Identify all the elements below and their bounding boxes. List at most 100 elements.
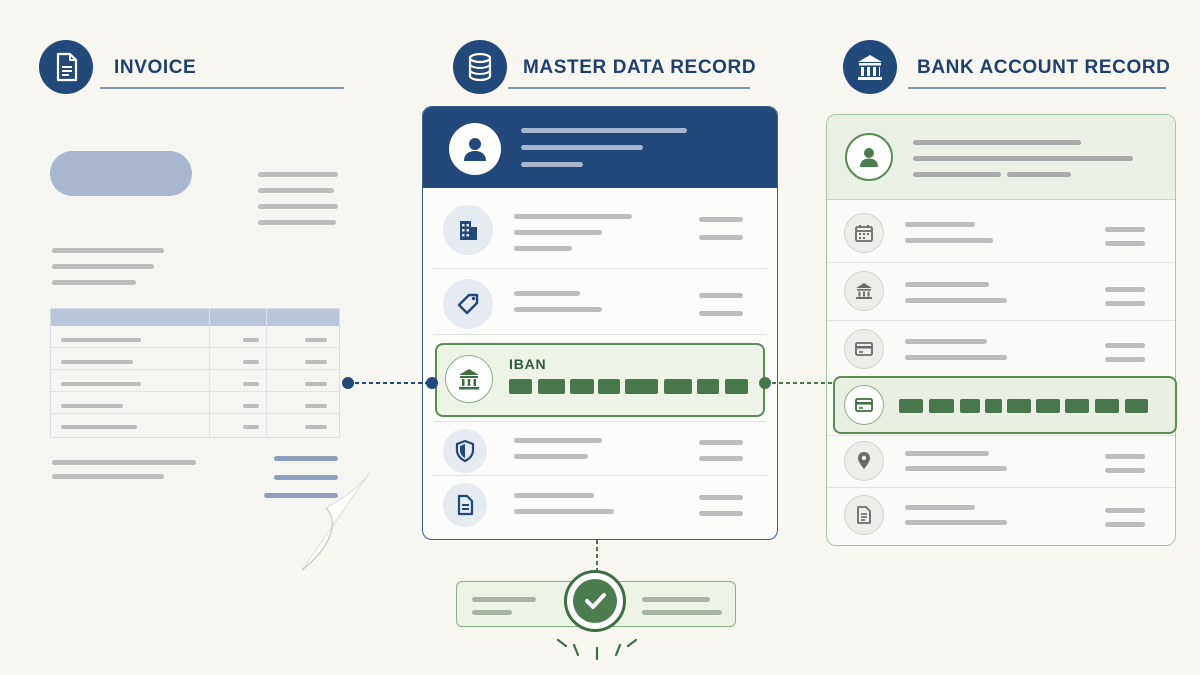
bank-row-value xyxy=(1105,301,1145,306)
invoice-page-curl xyxy=(300,470,371,571)
bank-row-value xyxy=(1105,241,1145,246)
master-row-icon xyxy=(443,279,493,329)
invoice-address-line xyxy=(52,248,164,253)
invoice-header-icon-circle xyxy=(39,40,93,94)
master-row-line xyxy=(514,509,614,514)
database-icon xyxy=(468,52,492,82)
row-divider xyxy=(433,268,767,269)
calendar-icon xyxy=(855,225,873,242)
verify-glow-rays xyxy=(556,638,638,661)
bank-title: BANK ACCOUNT RECORD xyxy=(917,57,1171,78)
table-cell xyxy=(243,382,259,386)
row-divider xyxy=(433,334,767,335)
table-cell xyxy=(61,360,133,364)
bank-row-icon xyxy=(844,271,884,311)
bank-card-header xyxy=(827,115,1175,200)
avatar xyxy=(449,123,501,175)
master-header-icon-circle xyxy=(453,40,507,94)
bank-row-value xyxy=(1105,468,1145,473)
verify-line xyxy=(472,597,536,602)
card-icon xyxy=(855,342,873,356)
master-row-line xyxy=(514,214,632,219)
bank-header-line xyxy=(913,140,1081,145)
iban-digit-block xyxy=(1065,399,1089,413)
iban-bank-icon-circle xyxy=(445,355,493,403)
iban-digit-block xyxy=(725,379,748,394)
invoice-total-line xyxy=(274,475,338,480)
bank-row-value xyxy=(1105,227,1145,232)
master-row-value xyxy=(699,456,743,461)
bank-row-icon xyxy=(844,213,884,253)
verification-badge-inner xyxy=(573,579,617,623)
iban-digit-block xyxy=(598,379,620,394)
master-title: MASTER DATA RECORD xyxy=(523,57,757,78)
master-row-line xyxy=(514,230,602,235)
invoice-meta-line xyxy=(258,204,338,209)
bank-header-line xyxy=(913,172,1001,177)
connector-endpoint xyxy=(342,377,354,389)
verification-badge xyxy=(564,570,626,632)
bank-iban-icon-circle xyxy=(844,385,884,425)
iban-digit-block xyxy=(625,379,658,394)
bank-row-value xyxy=(1105,522,1145,527)
bank-header-line xyxy=(1007,172,1071,177)
table-cell xyxy=(305,382,327,386)
verify-line xyxy=(642,597,710,602)
invoice-logo-placeholder xyxy=(50,151,192,196)
bank-row-value xyxy=(1105,454,1145,459)
bank-row-line xyxy=(905,520,1007,525)
document-icon xyxy=(56,52,78,82)
bank-row-line xyxy=(905,238,993,243)
master-header-line xyxy=(521,145,643,150)
row-divider xyxy=(433,475,767,476)
master-row-line xyxy=(514,307,602,312)
master-row-value xyxy=(699,235,743,240)
bank-row-line xyxy=(905,282,989,287)
bank-row-value xyxy=(1105,343,1145,348)
table-cell xyxy=(243,360,259,364)
invoice-meta-line xyxy=(258,172,338,177)
invoice-address-line xyxy=(52,280,136,285)
bank-row-icon xyxy=(844,495,884,535)
bank-row-icon xyxy=(844,441,884,481)
master-row-value xyxy=(699,440,743,445)
bank-icon xyxy=(856,283,872,299)
invoice-total-line xyxy=(274,456,338,461)
invoice-title: INVOICE xyxy=(114,57,197,78)
row-divider xyxy=(433,421,767,422)
master-row-icon xyxy=(443,205,493,255)
master-row-value xyxy=(699,311,743,316)
user-icon xyxy=(464,138,486,161)
master-row-icon xyxy=(443,429,487,473)
connector-endpoint xyxy=(426,377,438,389)
bank-icon xyxy=(858,55,882,80)
table-cell xyxy=(305,338,327,342)
iban-digit-block xyxy=(509,379,532,394)
document-icon xyxy=(857,506,871,524)
building-icon xyxy=(460,221,477,240)
iban-digit-block xyxy=(899,399,923,413)
iban-digit-block xyxy=(960,399,980,413)
iban-digit-block xyxy=(570,379,594,394)
bank-iban-row xyxy=(833,376,1177,434)
table-header xyxy=(51,309,339,326)
shield-icon xyxy=(455,439,475,463)
master-row-line xyxy=(514,246,572,251)
master-card-header xyxy=(423,107,777,188)
bank-row-line xyxy=(905,222,975,227)
iban-digit-block xyxy=(985,399,1002,413)
master-data-card xyxy=(422,106,778,540)
card-icon xyxy=(855,398,873,412)
master-row-value xyxy=(699,293,743,298)
checkmark-icon xyxy=(585,593,606,609)
bank-row-line xyxy=(905,466,1007,471)
table-cell xyxy=(305,360,327,364)
iban-digit-block xyxy=(664,379,692,394)
table-row xyxy=(51,369,339,370)
table-cell xyxy=(61,425,137,429)
table-cell xyxy=(243,425,259,429)
table-row xyxy=(51,391,339,392)
bank-header-icon-circle xyxy=(843,40,897,94)
row-divider xyxy=(827,487,1175,488)
bank-header-line xyxy=(913,156,1133,161)
